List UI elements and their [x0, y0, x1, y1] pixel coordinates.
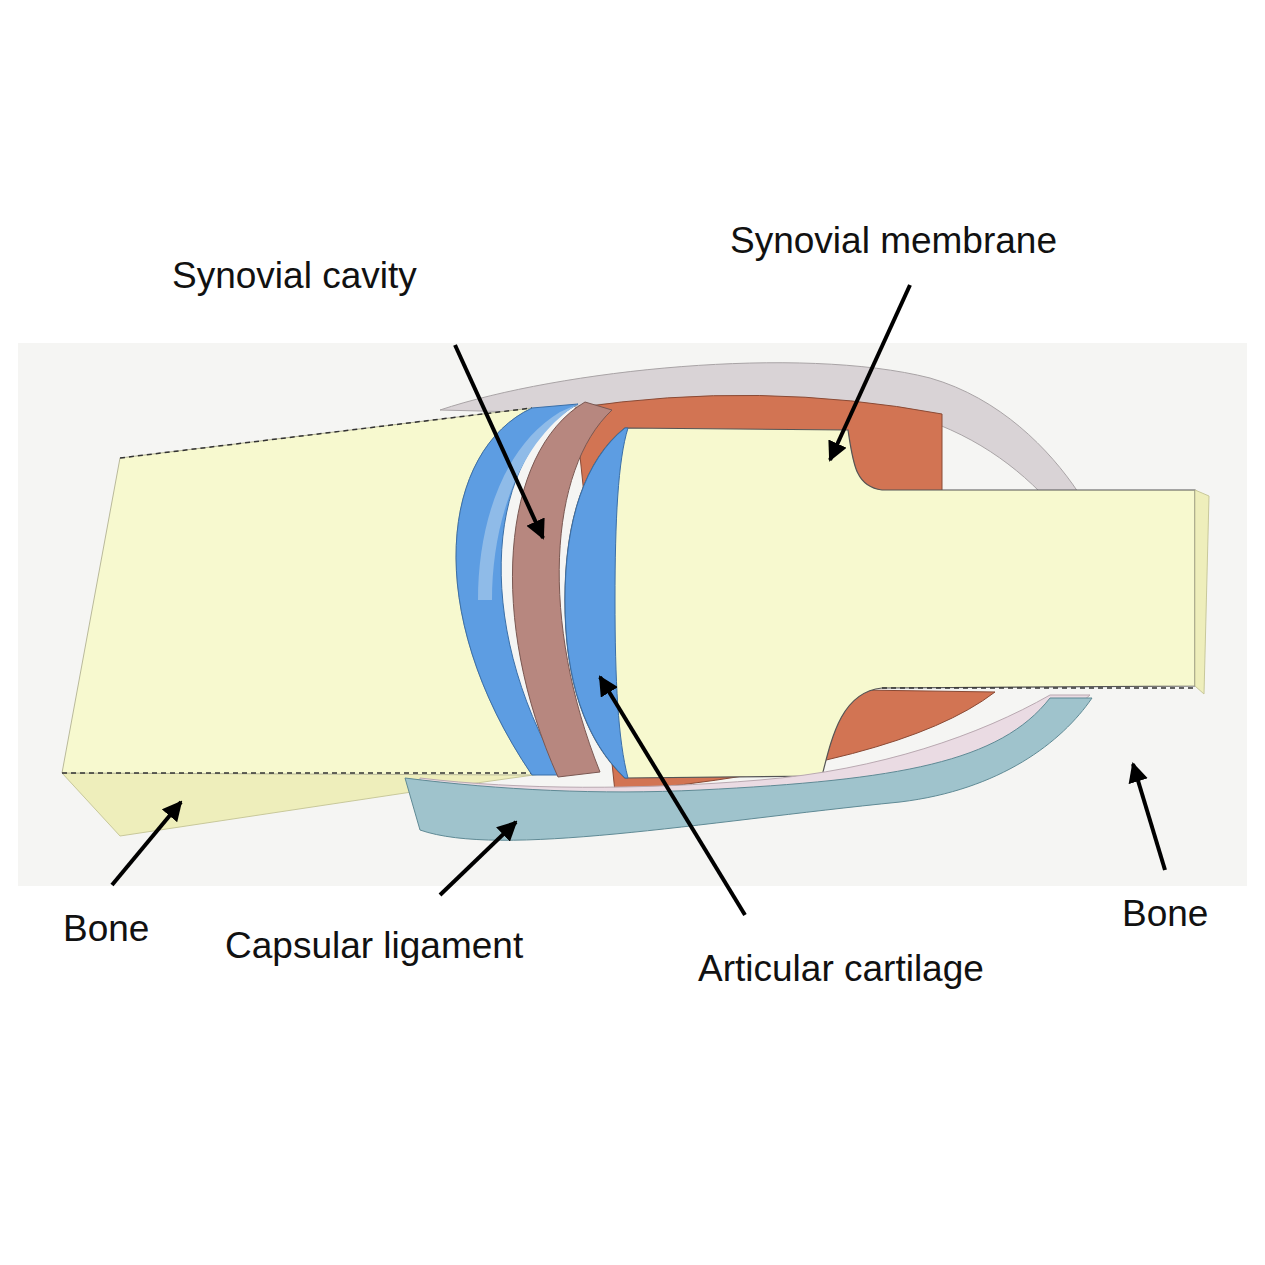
leader-arrow: [440, 822, 516, 895]
photo-background: [18, 343, 1247, 886]
leader-arrow: [1133, 764, 1165, 870]
part-label: Bone: [63, 910, 149, 947]
bone-right: [565, 428, 1195, 778]
leader-arrow: [830, 285, 910, 460]
leader-arrow: [600, 677, 745, 915]
part-label: Capsular ligament: [225, 927, 523, 964]
capsular-ligament-bottom: [405, 698, 1092, 840]
fold-line: [120, 408, 532, 458]
part-label: Synovial cavity: [172, 257, 417, 294]
fold-line: [882, 687, 1195, 689]
part-label: Synovial membrane: [730, 222, 1057, 259]
part-label: Bone: [1122, 895, 1208, 932]
part-label: Articular cartilage: [698, 950, 984, 987]
leader-arrow: [455, 345, 543, 538]
articular-cartilage-right: [565, 428, 628, 778]
fold-line: [62, 772, 548, 774]
leader-arrow: [112, 802, 181, 885]
bone-side-face: [1195, 490, 1209, 694]
